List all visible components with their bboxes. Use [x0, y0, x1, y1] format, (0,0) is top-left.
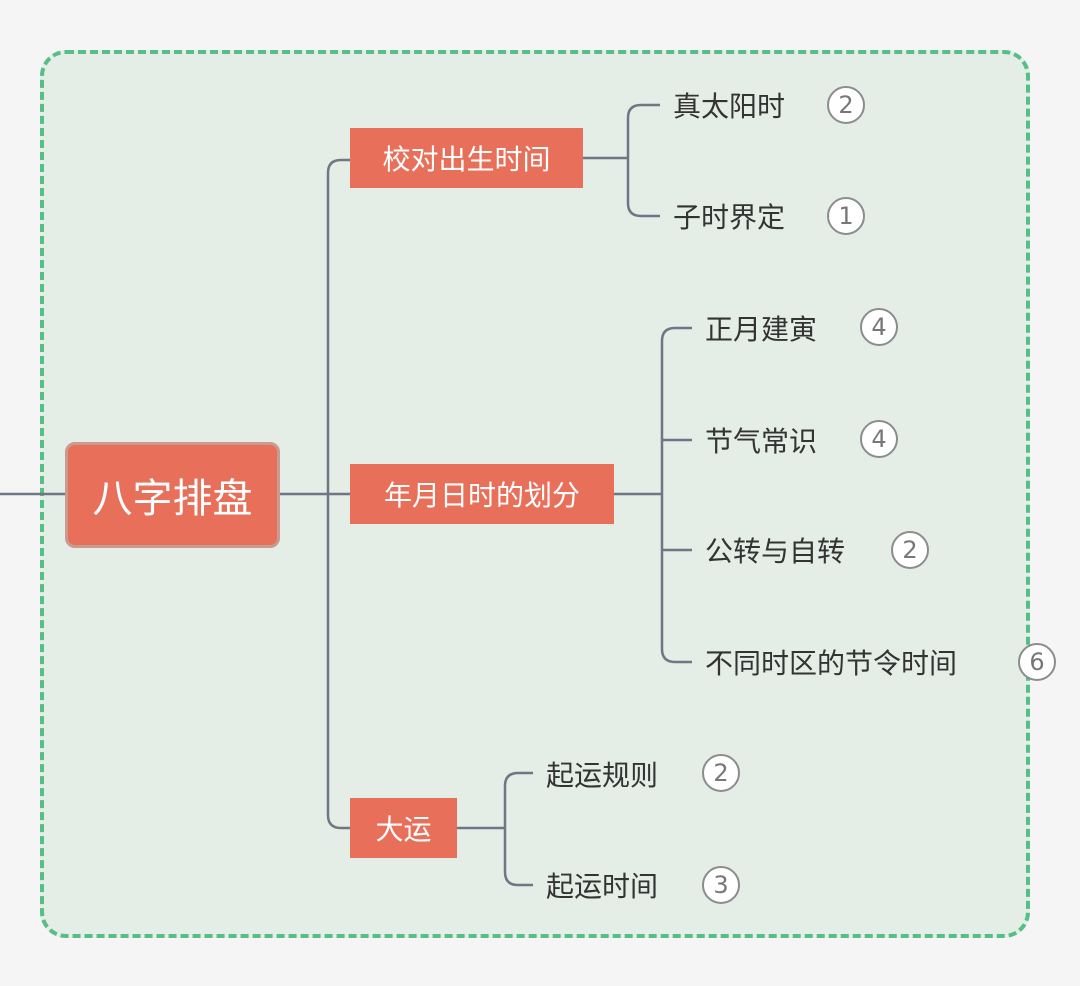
- count-badge-icon[interactable]: 4: [860, 308, 898, 346]
- subtopic-2-1[interactable]: 正月建寅: [705, 306, 817, 350]
- subtopic-2-2[interactable]: 节气常识: [705, 418, 817, 462]
- badge-number: 4: [871, 425, 887, 453]
- badge-number: 3: [713, 871, 729, 899]
- subtopic-1-2[interactable]: 子时界定: [673, 194, 785, 238]
- count-badge-icon[interactable]: 4: [860, 420, 898, 458]
- branch-topic-1[interactable]: 校对出生时间: [350, 128, 583, 188]
- count-badge-icon[interactable]: 3: [702, 866, 740, 904]
- subtopic-label: 不同时区的节令时间: [705, 647, 958, 680]
- badge-number: 4: [871, 313, 887, 341]
- subtopic-label: 起运时间: [546, 870, 659, 903]
- badge-number: 2: [902, 536, 918, 564]
- badge-number: 1: [838, 202, 854, 230]
- count-badge-icon[interactable]: 2: [891, 531, 929, 569]
- count-badge-icon[interactable]: 2: [702, 754, 740, 792]
- subtopic-1-1[interactable]: 真太阳时: [673, 83, 785, 127]
- subtopic-3-2[interactable]: 起运时间: [546, 863, 658, 907]
- subtopic-label: 正月建寅: [705, 313, 818, 346]
- branch-topic-label: 年月日时的划分: [383, 479, 580, 512]
- subtopic-label: 节气常识: [705, 425, 818, 458]
- connector-b3-trunk: [503, 771, 533, 887]
- branch-topic-2[interactable]: 年月日时的划分: [350, 464, 614, 524]
- subtopic-label: 真太阳时: [673, 90, 786, 123]
- subtopic-2-3[interactable]: 公转与自转: [705, 528, 845, 572]
- subtopic-label: 起运规则: [546, 759, 659, 792]
- connector-b1-trunk: [626, 103, 660, 218]
- subtopic-2-4[interactable]: 不同时区的节令时间: [705, 640, 957, 684]
- branch-topic-label: 大运: [375, 813, 432, 846]
- badge-number: 6: [1029, 648, 1045, 676]
- connector-root-trunk: [326, 158, 350, 830]
- subtopic-label: 公转与自转: [705, 535, 846, 568]
- badge-number: 2: [713, 759, 729, 787]
- root-topic[interactable]: 八字排盘: [65, 442, 280, 548]
- badge-number: 2: [838, 91, 854, 119]
- subtopic-3-1[interactable]: 起运规则: [546, 752, 658, 796]
- subtopic-label: 子时界定: [673, 201, 786, 234]
- count-badge-icon[interactable]: 6: [1018, 643, 1056, 681]
- root-topic-label: 八字排盘: [92, 476, 253, 522]
- count-badge-icon[interactable]: 1: [827, 197, 865, 235]
- branch-topic-label: 校对出生时间: [382, 143, 551, 176]
- count-badge-icon[interactable]: 2: [827, 86, 865, 124]
- branch-topic-3[interactable]: 大运: [350, 798, 457, 858]
- connector-b2-trunk: [660, 326, 692, 664]
